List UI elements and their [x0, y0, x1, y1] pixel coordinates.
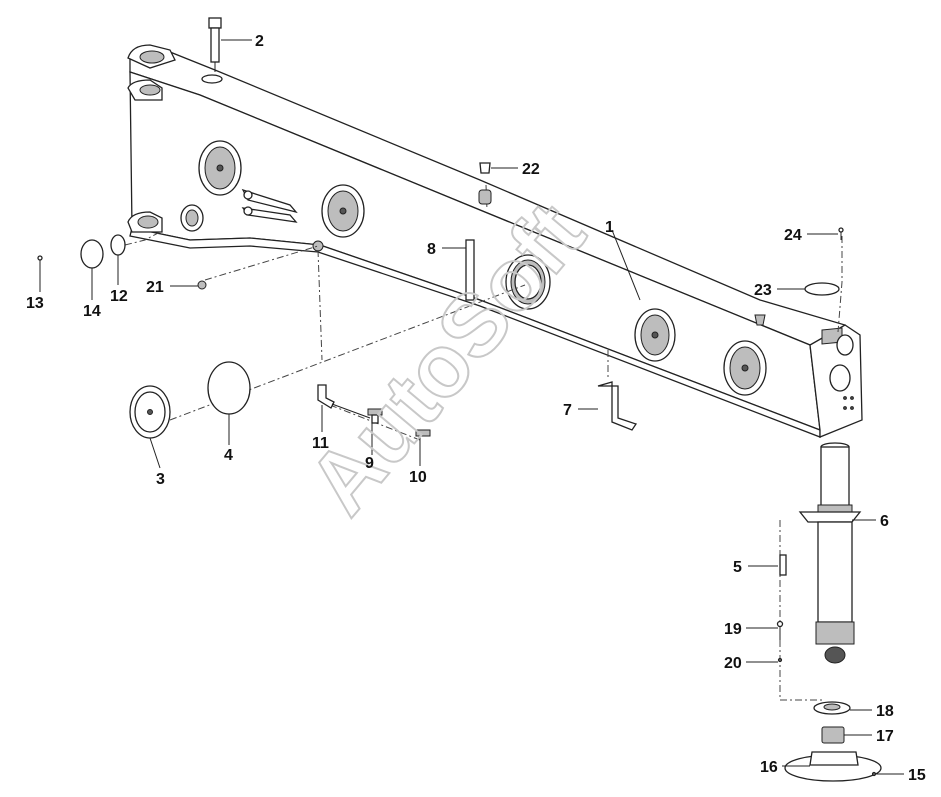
callout-1: 1: [605, 219, 614, 236]
callout-8: 8: [427, 241, 436, 258]
callout-16: 16: [760, 759, 778, 776]
callout-3: 3: [156, 471, 165, 488]
bracket-7: [597, 381, 638, 431]
oring-4: [207, 361, 251, 415]
ring-12: [110, 234, 126, 256]
callout-19: 19: [724, 621, 742, 638]
callout-12: 12: [110, 288, 128, 305]
screw-13: [37, 255, 43, 261]
bolt-2: [208, 17, 222, 72]
cylinder: [776, 442, 882, 782]
callout-20: 20: [724, 655, 742, 672]
callout-13: 13: [26, 295, 44, 312]
callout-4: 4: [224, 447, 233, 464]
callout-6: 6: [880, 513, 889, 530]
callout-7: 7: [563, 402, 572, 419]
hose-fittings: [317, 384, 431, 437]
callout-18: 18: [876, 703, 894, 720]
callout-17: 17: [876, 728, 894, 745]
leader-lines: [39, 39, 904, 775]
strip-8: [465, 239, 475, 301]
callout-5: 5: [733, 559, 742, 576]
callout-14: 14: [83, 303, 101, 320]
cover-23: [804, 282, 840, 296]
callout-2: 2: [255, 33, 264, 50]
callout-9: 9: [365, 455, 374, 472]
callout-24: 24: [784, 227, 802, 244]
fitting-21: [197, 280, 207, 290]
callout-11: 11: [312, 435, 329, 452]
pin-5: [779, 554, 787, 576]
callout-10: 10: [409, 469, 427, 486]
cover-14: [80, 239, 104, 269]
callout-22: 22: [522, 161, 540, 178]
callout-labels: 2 22 1 24 23 8 21 13 14 12 3 4 11 9 10 7…: [26, 33, 926, 784]
callout-23: 23: [754, 282, 772, 299]
callout-15: 15: [908, 767, 926, 784]
callout-21: 21: [146, 279, 164, 296]
plug-22: [478, 162, 492, 205]
cover-plate-3: [129, 385, 171, 439]
screw-24: [838, 227, 844, 240]
